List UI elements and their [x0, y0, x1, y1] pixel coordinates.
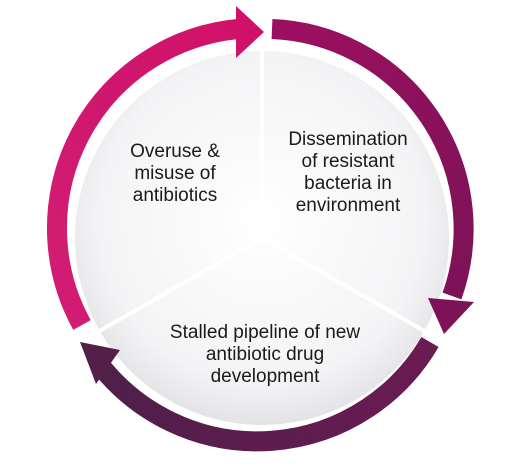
arrow-bottom: [80, 336, 439, 452]
arrow-right: [271, 19, 474, 334]
divider-lower-left: [95, 236, 263, 335]
segment-label-stalled-pipeline: Stalled pipeline of new antibiotic drug …: [169, 322, 361, 387]
arrow-head-bottom: [80, 342, 120, 384]
segment-label-dissemination: Dissemination of resistant bacteria in e…: [288, 129, 408, 216]
arrow-head-right: [428, 298, 474, 334]
arrow-head-top: [236, 6, 264, 58]
center-disc: [75, 48, 449, 425]
arrow-top-left: [46, 6, 264, 330]
divider-lower-right: [261, 236, 429, 335]
segment-label-overuse: Overuse & misuse of antibiotics: [130, 141, 220, 206]
